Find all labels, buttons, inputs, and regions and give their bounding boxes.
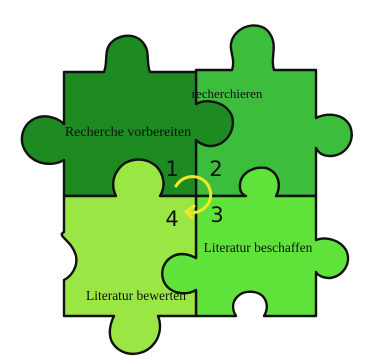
cycle-arrowhead (184, 204, 196, 220)
label-recherchieren: recherchieren (192, 86, 263, 101)
puzzle-piece-literatur-bewerten (60, 158, 198, 355)
label-literatur-bewerten: Literatur bewerten (86, 288, 186, 303)
step-number-1: 1 (165, 157, 178, 181)
cycle-arrow (174, 175, 213, 215)
step-number-2: 2 (209, 157, 222, 181)
label-literatur-beschaffen: Literatur beschaffen (204, 240, 313, 255)
step-number-4: 4 (165, 207, 178, 231)
step-number-3: 3 (210, 203, 223, 227)
label-recherche-vorbereiten: Recherche vorbereiten (65, 125, 191, 140)
